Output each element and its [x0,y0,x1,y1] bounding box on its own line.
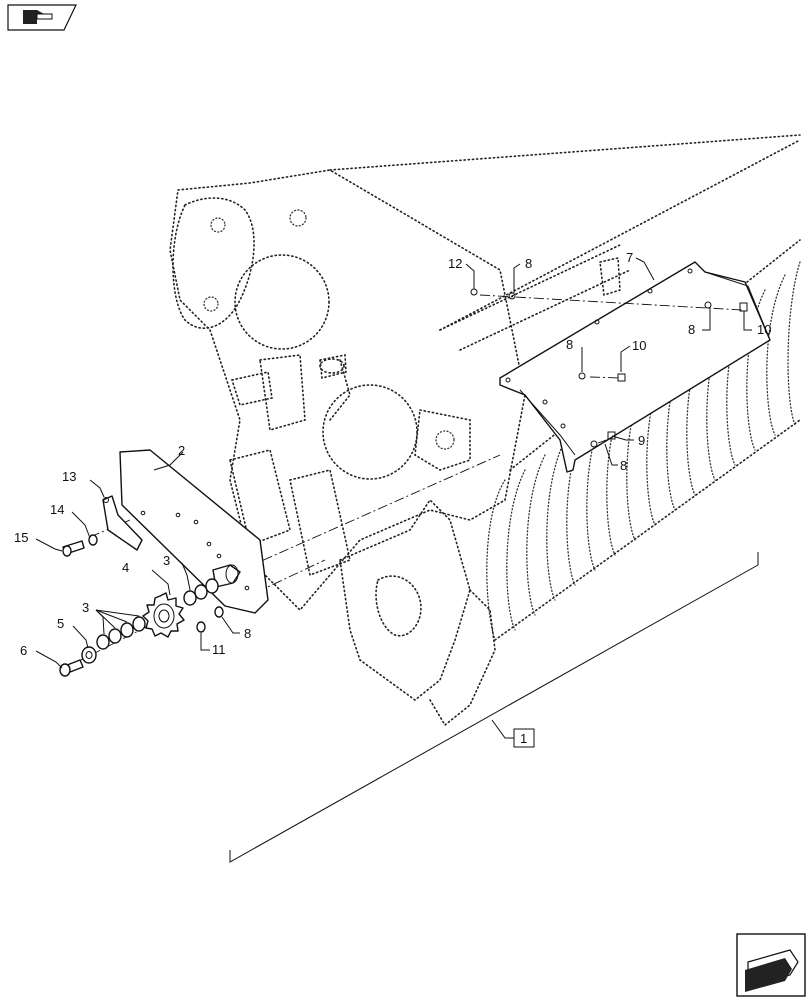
bolt-6 [59,659,84,677]
parts-catalog-hand-icon[interactable] [7,4,77,31]
callout-9: 9 [638,433,645,448]
callout-15: 15 [14,530,28,545]
shim-stack-left [96,616,146,650]
callout-6: 6 [20,643,27,658]
callout-10-right: 10 [757,322,771,337]
callout-8-mid: 8 [566,337,573,352]
washer-8-lower [214,606,224,618]
callout-12: 12 [448,256,462,271]
bolt-15 [62,540,85,557]
callout-13: 13 [62,469,76,484]
washer-5 [81,646,97,664]
cover-fasteners [470,288,748,448]
callout-3-left: 3 [82,600,89,615]
callout-5: 5 [57,616,64,631]
callout-labels: 1 2 3 3 4 5 6 7 8 8 8 8 8 9 10 10 11 12 … [14,250,771,746]
callout-14: 14 [50,502,64,517]
washer-14 [88,534,98,546]
callout-2: 2 [178,443,185,458]
bracket [102,495,143,551]
assembly-bracket-1 [229,552,759,863]
top-beam [329,134,801,351]
shim-stack-right [183,578,219,606]
nut-11 [196,621,206,633]
callout-1: 1 [520,731,527,746]
cover-plate [499,261,771,473]
callout-3-top: 3 [163,553,170,568]
drive-plate [119,449,269,614]
sprocket [142,592,185,638]
callout-8-lower: 8 [620,458,627,473]
callout-11: 11 [212,642,226,657]
frame-housing [169,169,526,612]
lower-bracket [339,498,496,727]
callout-8-right: 8 [688,322,695,337]
callout-8-plate: 8 [244,626,251,641]
callout-10-mid: 10 [632,338,646,353]
callout-4: 4 [122,560,129,575]
callout-7: 7 [626,250,633,265]
callout-8-top: 8 [525,256,532,271]
leader-lines [35,257,752,669]
previous-page-arrow-icon[interactable] [736,933,806,997]
